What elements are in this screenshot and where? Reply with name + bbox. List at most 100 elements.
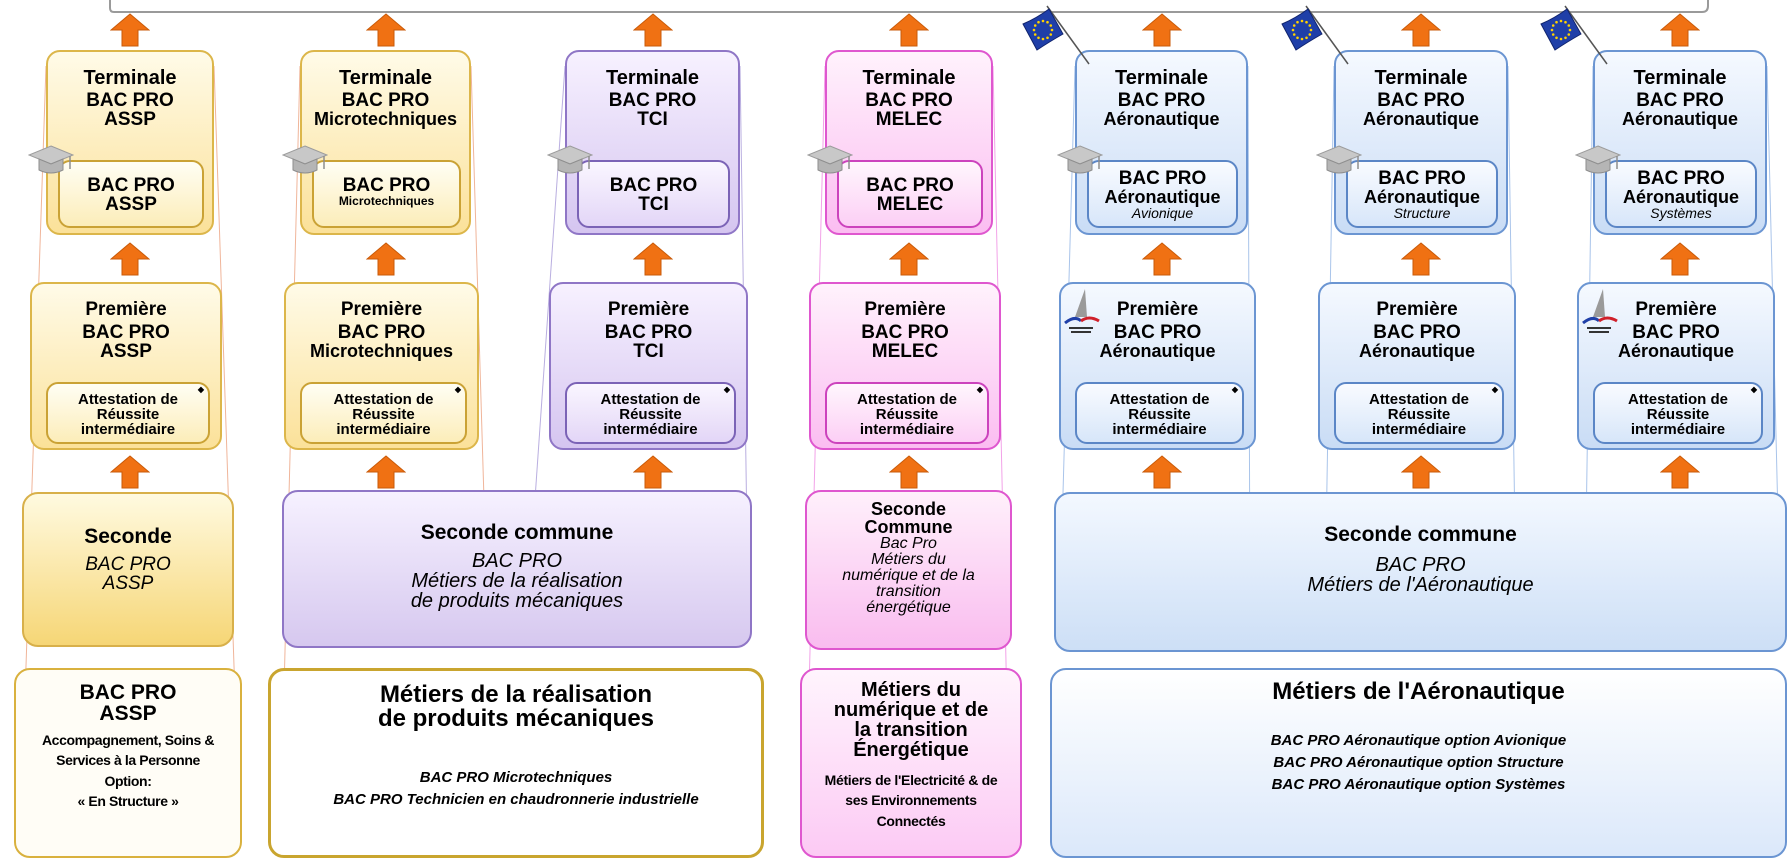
up-arrow-icon: [365, 13, 406, 47]
attestation-line: Réussite: [96, 406, 160, 423]
attestation-line: Réussite: [1387, 406, 1451, 423]
family-line: BAC PRO Aéronautique option Structure: [1273, 753, 1564, 771]
diploma-line2: Aéronautique: [1622, 187, 1739, 207]
attestation-line: intermédiaire: [1630, 421, 1726, 438]
up-arrow-icon: [889, 455, 929, 489]
family-title: Métiers de l'Aéronautique: [1272, 678, 1565, 705]
graduation-cap-icon: [28, 145, 74, 174]
attestation-line: Attestation de: [1368, 391, 1469, 408]
european-flag-icon: [1281, 5, 1349, 65]
specialty-label: TCI: [637, 109, 668, 130]
european-flag-icon: [1022, 5, 1090, 65]
program-label: BAC PRO: [1632, 322, 1720, 343]
specialty-label: TCI: [633, 341, 664, 362]
seconde-line: BAC PRO: [471, 550, 563, 572]
graduation-cap-icon: [1316, 145, 1362, 174]
specialty-label: Aéronautique: [1362, 109, 1479, 129]
seconde-line: transition: [876, 583, 941, 600]
specialty-label: Aéronautique: [1358, 341, 1475, 361]
seconde-title: Seconde commune: [420, 521, 614, 544]
attestation-line: intermédiaire: [603, 421, 698, 438]
seconde-line: Métiers du: [871, 551, 946, 568]
family-title: la transition: [854, 719, 968, 741]
attestation-marker: ◆: [197, 385, 204, 394]
terminale-title: Terminale: [606, 67, 699, 89]
up-arrow-icon: [1401, 242, 1441, 276]
attestation-line: intermédiaire: [1371, 421, 1467, 438]
up-arrow-icon: [1141, 242, 1182, 276]
diploma-option: Avionique: [1131, 205, 1194, 221]
family-title: numérique et de: [833, 699, 989, 721]
attestation-marker: ◆: [976, 385, 983, 394]
seconde-title: Seconde commune: [1324, 523, 1517, 546]
seconde-line: Métiers de la réalisation: [411, 570, 623, 592]
diploma-line2: ASSP: [105, 194, 157, 215]
up-arrow-icon: [1141, 455, 1182, 489]
up-arrow-icon: [889, 242, 929, 276]
attestation-line: Attestation de: [333, 391, 434, 408]
family-line: ses Environnements: [845, 792, 977, 809]
diploma-line2: TCI: [638, 194, 669, 215]
family-line: Métiers de l'Electricité & de: [824, 772, 998, 788]
program-label: BAC PRO: [608, 90, 697, 111]
family-title: ASSP: [99, 702, 157, 725]
diploma-line1: BAC PRO: [342, 175, 431, 196]
specialty-label: MELEC: [871, 341, 939, 362]
specialty-label: Aéronautique: [1103, 109, 1220, 129]
terminale-title: Terminale: [862, 67, 956, 89]
specialty-label: Microtechniques: [313, 109, 458, 129]
attestation-line: Attestation de: [77, 391, 178, 408]
seconde-line: Bac Pro: [880, 535, 937, 552]
program-label: BAC PRO: [1117, 90, 1206, 111]
diploma-line2: MELEC: [876, 194, 944, 215]
up-arrow-icon: [110, 242, 150, 276]
up-arrow-icon: [889, 13, 929, 47]
seconde-title: Seconde: [870, 499, 947, 519]
graduation-cap-icon: [1057, 145, 1103, 174]
seconde-line: énergétique: [866, 599, 951, 616]
up-arrow-icon: [1660, 13, 1700, 47]
up-arrow-icon: [632, 242, 673, 276]
premiere-title: Première: [85, 299, 167, 320]
premiere-title: Première: [1635, 299, 1717, 320]
program-label: BAC PRO: [337, 322, 426, 343]
program-label: BAC PRO: [86, 90, 174, 111]
seconde-line: ASSP: [102, 573, 154, 594]
family-title: Métiers du: [860, 679, 962, 701]
diploma-line2: Aéronautique: [1363, 187, 1480, 207]
european-flag-icon: [1540, 5, 1608, 65]
graduation-cap-icon: [282, 145, 328, 174]
family-title: BAC PRO: [79, 681, 177, 704]
specialty-label: ASSP: [100, 341, 152, 362]
premiere-title: Première: [607, 299, 690, 320]
graduation-cap-icon: [547, 145, 593, 174]
family-line: Option:: [104, 772, 152, 789]
program-label: BAC PRO: [1377, 90, 1465, 111]
